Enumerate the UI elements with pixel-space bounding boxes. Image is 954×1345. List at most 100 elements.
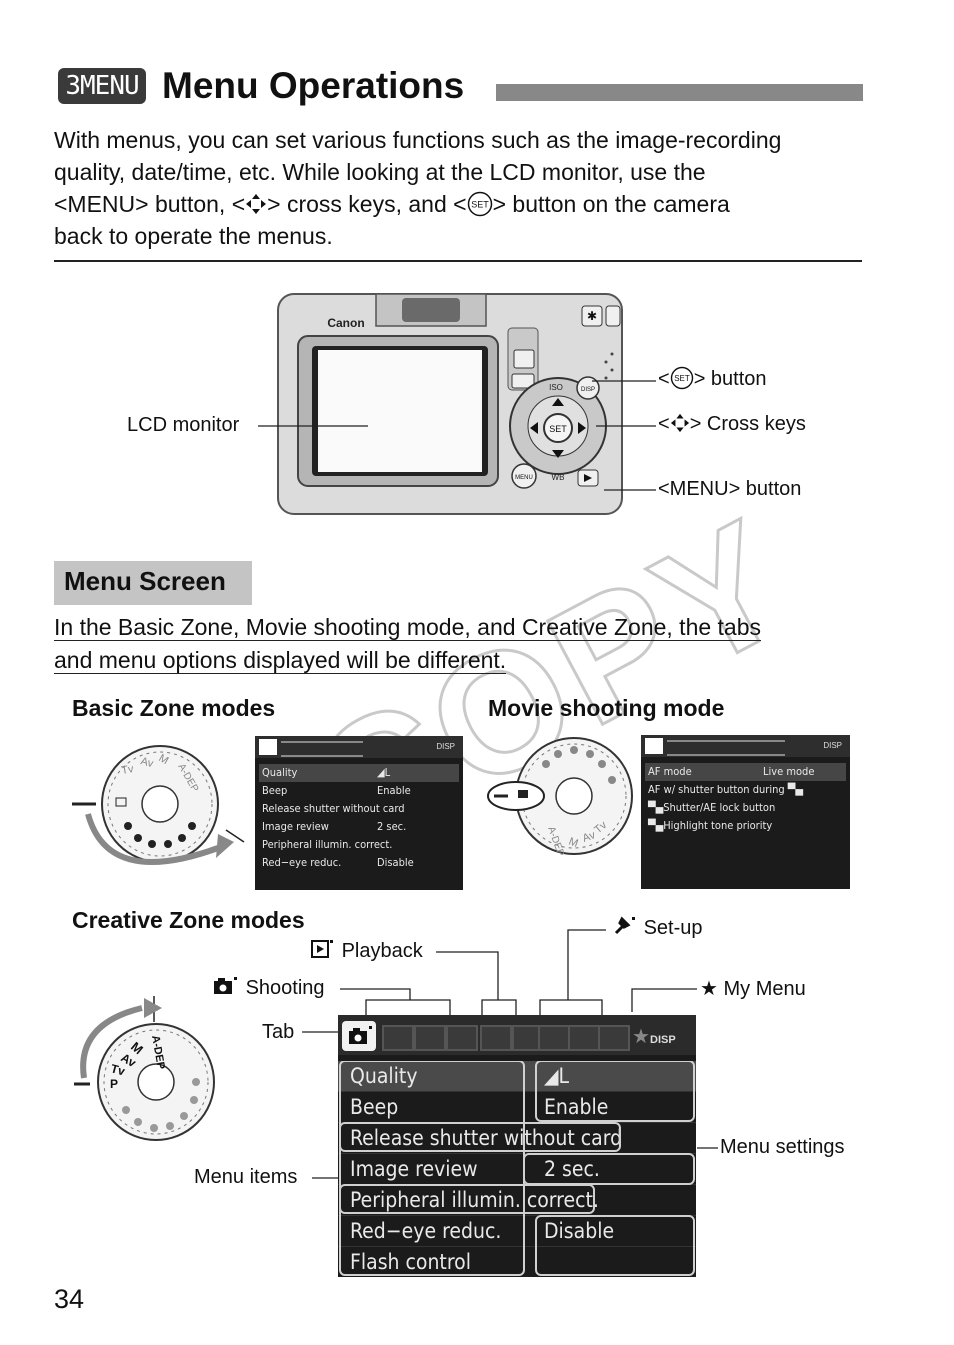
dial-label-tv: Tv — [120, 763, 135, 777]
set-button-label: <SET> button — [658, 366, 767, 391]
menu-item-name: Quality — [350, 1064, 418, 1088]
menu-item-value: 2 sec. — [377, 820, 407, 833]
menu-row[interactable]: Beep Enable — [259, 782, 459, 800]
camera-icon — [349, 1026, 372, 1044]
set-button-text: SET — [549, 424, 567, 434]
menu-row-flash-control[interactable]: Flash control — [338, 1247, 696, 1277]
menu-row[interactable]: AF w/ shutter button during ▀▄ — [645, 781, 846, 799]
intro-line-2: quality, date/time, etc. While looking a… — [54, 159, 706, 185]
menu-item-value: Live mode — [763, 765, 815, 778]
other-tabs[interactable] — [281, 741, 363, 757]
creative-callout-lines — [302, 929, 718, 1179]
shooting-tab-active[interactable] — [259, 739, 277, 755]
menu-list: Quality ◢L Beep Enable Release shutter wit… — [338, 1061, 696, 1277]
menu-item-name: Image review — [350, 1157, 478, 1181]
lcd-monitor-label: LCD monitor — [127, 414, 240, 436]
menu-item-name: Peripheral illumin. correct. — [262, 838, 393, 851]
menu-row[interactable]: Image review 2 sec. — [259, 818, 459, 836]
disp-button-text: DISP — [581, 387, 595, 393]
my-menu-tab-star-icon[interactable]: ★ — [632, 1024, 650, 1048]
menu-item-value: Enable — [544, 1095, 609, 1119]
section-title: Menu Screen — [64, 566, 226, 596]
set-button-icon: SET — [467, 191, 492, 217]
disp-icon: DISP — [823, 741, 842, 750]
basic-auto-icon — [115, 797, 127, 807]
page-title: Menu Operations — [162, 65, 465, 106]
zone-note-line-2: and menu options displayed will be diffe… — [54, 647, 507, 674]
creative-zone-lcd: ★ DISP Quality ◢L Beep Enable Release shut… — [338, 1015, 696, 1277]
set-button[interactable] — [543, 413, 573, 443]
menu-button-label: <MENU> button — [658, 478, 802, 500]
other-tabs[interactable] — [667, 740, 785, 756]
menu-item-value: 2 sec. — [544, 1157, 600, 1181]
shooting-tab-3[interactable] — [414, 1025, 446, 1051]
tab-label: Tab — [262, 1021, 295, 1043]
menu-button[interactable] — [511, 463, 537, 489]
basic-zone-lcd: DISP Quality◢L Beep Enable Release shutte… — [255, 736, 463, 890]
shooting-tab-2[interactable] — [382, 1025, 414, 1051]
menu-item-outlines — [339, 1061, 695, 1276]
setup-tab-2[interactable] — [568, 1025, 600, 1051]
shooting-tab-icon — [214, 977, 237, 994]
dial-label-av: Av — [139, 755, 155, 770]
menu-item-value: ◢L — [544, 1064, 570, 1088]
intro-line-3-b: > cross keys, and < — [267, 191, 467, 217]
camera-callout-lines — [258, 380, 656, 491]
setup-tab-3[interactable] — [598, 1025, 630, 1051]
intro-line-4: back to operate the menus. — [54, 223, 333, 249]
menu-row-peripheral[interactable]: Peripheral illumin. correct. — [338, 1185, 696, 1216]
dial-label-m: M — [567, 836, 580, 850]
cross-keys-icon — [246, 194, 267, 214]
menu-item-name: ▀▄Highlight tone priority — [648, 819, 773, 832]
disp-icon: DISP — [650, 1034, 676, 1046]
my-menu-label-text: My Menu — [723, 978, 806, 1000]
my-menu-tab-label: ★ My Menu — [700, 976, 806, 1001]
menu-item-value: Disable — [377, 856, 414, 869]
menu-item-name: Beep — [262, 784, 288, 797]
dial-label-av: Av — [581, 829, 597, 845]
dial-label-av: Av — [119, 1050, 139, 1070]
menu-item-name: ▀▄Shutter/AE lock button — [648, 801, 776, 814]
menu-item-value: Enable — [377, 784, 411, 797]
menu-row-red-eye[interactable]: Red−eye reduc.Disable — [338, 1216, 696, 1247]
lcd-monitor-screen — [318, 350, 482, 472]
menu-row-quality[interactable]: Quality ◢L — [338, 1061, 696, 1092]
menu-item-name: Beep — [350, 1095, 399, 1119]
menu-row[interactable]: ▀▄Highlight tone priority — [645, 817, 846, 835]
menu-item-name: Red−eye reduc. — [350, 1219, 502, 1243]
zone-note: In the Basic Zone, Movie shooting mode, … — [54, 611, 848, 677]
playback-button-icon — [584, 474, 592, 482]
menu-row[interactable]: Peripheral illumin. correct. — [259, 836, 459, 854]
menu-tab-bar: ★ DISP — [338, 1015, 696, 1055]
cross-keys-icon — [670, 413, 689, 433]
movie-tab-active[interactable] — [645, 738, 663, 754]
menu-row[interactable]: Release shutter without card — [259, 800, 459, 818]
intro-paragraph: With menus, you can set various function… — [54, 124, 866, 252]
camera-brand: Canon — [327, 316, 364, 330]
set-label-suffix: > button — [693, 368, 767, 390]
shooting-tab-active[interactable] — [342, 1021, 376, 1051]
dial-label-adep: A-DEP — [149, 1034, 167, 1070]
setup-label-text: Set-up — [643, 917, 703, 939]
basic-zone-heading: Basic Zone modes — [72, 695, 276, 721]
menu-row[interactable]: ▀▄Shutter/AE lock button — [645, 799, 846, 817]
playback-tab-1[interactable] — [480, 1025, 512, 1051]
intro-line-3-a: <MENU> button, < — [54, 191, 246, 217]
menu-row[interactable]: Red−eye reduc. Disable — [259, 854, 459, 872]
menu-row-release-shutter[interactable]: Release shutter without card — [338, 1123, 696, 1154]
shooting-tab-4[interactable] — [446, 1025, 478, 1051]
ae-lock-icon: ✱ — [587, 309, 597, 323]
menu-item-name: Release shutter without card — [350, 1126, 623, 1150]
menu-item-name: Red−eye reduc. — [262, 856, 342, 869]
menu-item-name: Image review — [262, 820, 329, 833]
intro-line-3-c: > button on the camera — [492, 191, 730, 217]
menu-button-text: MENU — [515, 475, 533, 481]
disp-button[interactable] — [576, 376, 600, 400]
menu-item-name: Flash control — [350, 1250, 471, 1274]
svg-text:SET: SET — [674, 374, 690, 383]
menu-tab-badge: 3MENU — [58, 68, 146, 104]
setup-tab-1[interactable] — [538, 1025, 570, 1051]
menu-row[interactable]: Quality◢L — [259, 764, 459, 782]
disp-icon: DISP — [436, 742, 455, 751]
